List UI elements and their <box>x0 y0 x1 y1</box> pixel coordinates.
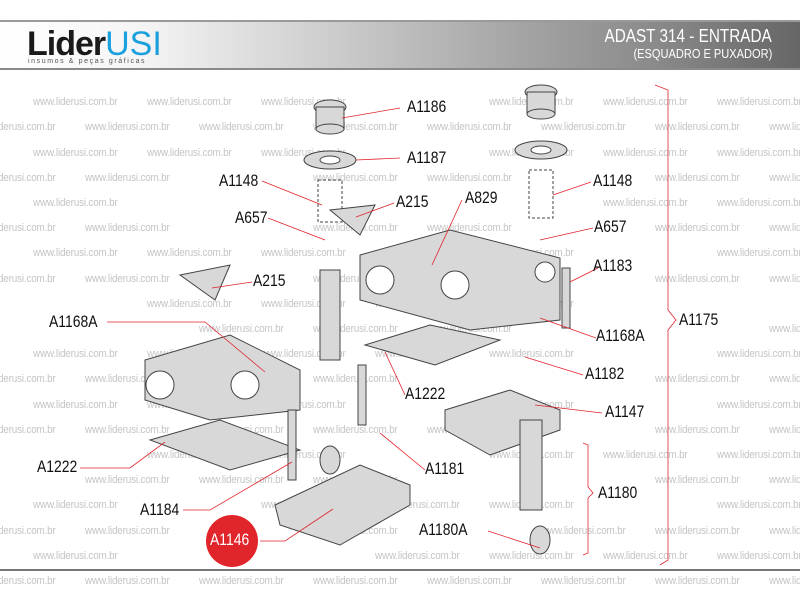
label-a215-left[interactable]: A215 <box>253 271 286 290</box>
part-plate-a1147 <box>444 389 561 456</box>
part-spring-right <box>528 169 554 219</box>
part-plate-mid <box>363 324 502 366</box>
label-a1180[interactable]: A1180 <box>598 483 638 502</box>
label-a1181[interactable]: A1181 <box>425 459 465 478</box>
footer-divider <box>0 569 800 571</box>
part-rod-a1183 <box>561 267 571 329</box>
part-block-a215-left <box>178 264 231 301</box>
label-a1184[interactable]: A1184 <box>140 500 180 519</box>
logo-main: Lider <box>27 25 106 63</box>
page-title: ADAST 314 - ENTRADA <box>604 26 772 46</box>
part-spring-left <box>317 179 343 223</box>
logo: LiderUSI <box>27 25 162 63</box>
label-a1175[interactable]: A1175 <box>679 310 719 329</box>
part-rod-a1181 <box>357 364 367 426</box>
label-a1186[interactable]: A1186 <box>407 97 447 116</box>
page-subtitle: (ESQUADRO E PUXADOR) <box>633 46 772 61</box>
part-bracket-right <box>359 229 561 331</box>
label-a1148-right[interactable]: A1148 <box>593 171 633 190</box>
label-a1146: A1146 <box>210 530 250 549</box>
part-knob-right <box>524 84 558 120</box>
label-a215-top[interactable]: A215 <box>396 192 429 211</box>
part-washer-left <box>303 150 357 170</box>
highlight-badge-a1146[interactable]: A1146 <box>206 515 258 567</box>
logo-accent: USI <box>105 25 162 63</box>
label-a657-right[interactable]: A657 <box>594 217 627 236</box>
label-a1183[interactable]: A1183 <box>593 256 633 275</box>
part-knob-left <box>313 99 347 135</box>
label-a1148-left[interactable]: A1148 <box>219 171 259 190</box>
part-bracket-left <box>144 334 301 421</box>
label-a1147[interactable]: A1147 <box>605 402 645 421</box>
label-a1182[interactable]: A1182 <box>585 364 625 383</box>
label-a1168a-right[interactable]: A1168A <box>596 326 645 345</box>
part-roller-mid <box>319 445 341 475</box>
label-a829[interactable]: A829 <box>465 188 498 207</box>
part-roller-a1180a <box>529 525 551 555</box>
label-a657-left[interactable]: A657 <box>235 208 268 227</box>
tagline: insumos & peças gráficas <box>28 58 147 65</box>
part-washer-right <box>514 140 568 160</box>
label-a1168a-left[interactable]: A1168A <box>49 312 98 331</box>
label-a1222-mid[interactable]: A1222 <box>405 384 446 403</box>
part-rod-a1184 <box>287 409 297 481</box>
part-shaft <box>319 269 341 361</box>
part-block-a215-top <box>328 204 376 236</box>
header-bar: LiderUSI insumos & peças gráficas ADAST … <box>0 20 800 70</box>
label-a1187[interactable]: A1187 <box>407 148 447 167</box>
label-a1180a[interactable]: A1180A <box>419 520 468 539</box>
leader-lines <box>80 84 677 566</box>
part-shaft-a1180 <box>519 419 543 511</box>
part-plate-left <box>148 419 302 471</box>
label-a1222-left[interactable]: A1222 <box>37 457 78 476</box>
